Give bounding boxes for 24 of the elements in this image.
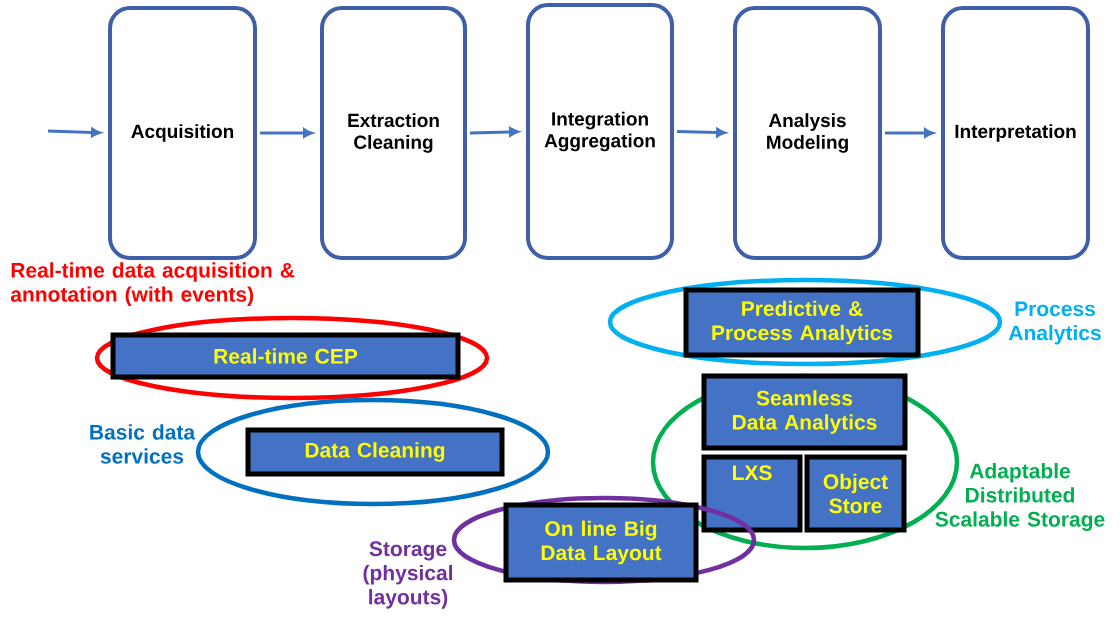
process-box: Acquisition [108,6,257,260]
process-box: Analysis Modeling [733,6,882,260]
arrow [885,128,934,138]
process-box: Integration Aggregation [526,3,674,260]
group-label: Real-time data acquisition & annotation (with events) [10,262,295,306]
ellipse [607,277,1003,367]
group-label: Adaptable Distributed Scalable Storage [935,463,1105,531]
process-box: Interpretation [941,6,1090,260]
process-box: Extraction Cleaning [320,6,467,260]
arrow [47,127,101,138]
component-box: Real-time CEP [110,332,461,380]
component-box: On line Big Data Layout [503,502,699,583]
arrow [676,127,726,138]
group-label: Storage (physical layouts) [363,541,453,609]
group-label: Process Analytics [1008,301,1101,345]
ellipse [195,397,551,507]
group-label: Basic data services [90,424,196,464]
component-box: Seamless Data Analytics [701,373,908,451]
component-box: LXS [701,454,803,533]
arrow [260,128,313,138]
ellipse [94,315,490,401]
component-box: Object Store [804,454,907,533]
component-box: Predictive & Process Analytics [683,287,921,358]
component-box: Data Cleaning [245,427,505,477]
